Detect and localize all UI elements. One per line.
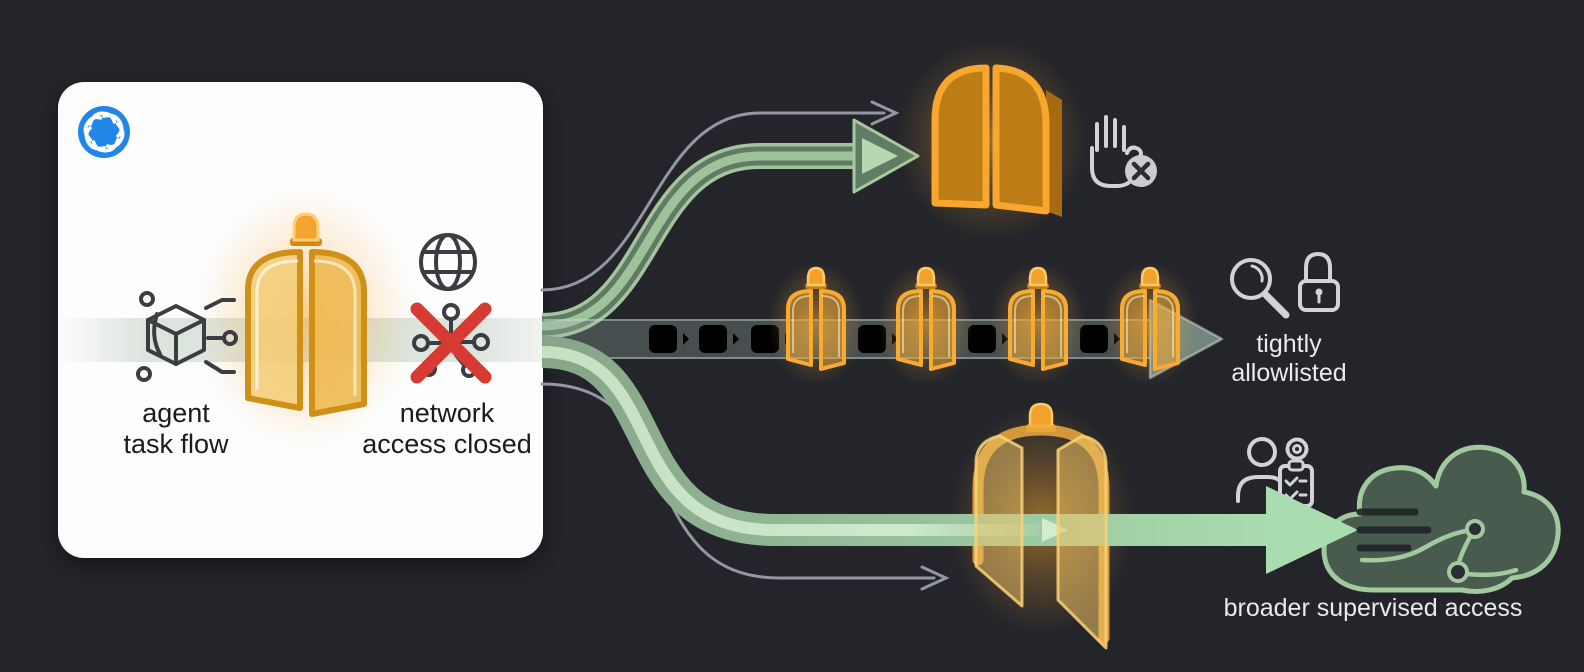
gate-icon	[1100, 260, 1200, 388]
checklist-clipboard-icon	[1278, 459, 1314, 508]
red-x-icon	[410, 302, 492, 384]
globe-icon	[419, 233, 477, 291]
cloud-circuit-icon	[1266, 444, 1561, 594]
branch-top-blocked	[540, 40, 1157, 339]
gate-icon	[766, 260, 866, 388]
gate-icon	[988, 260, 1088, 388]
gate-open-left-leaf	[974, 434, 1024, 608]
branch-middle-allowlisted	[542, 252, 1340, 388]
double-doors-closed-icon	[897, 40, 1087, 240]
x-badge-icon	[1125, 155, 1157, 187]
arrowhead	[1266, 486, 1358, 574]
tightly-allowlisted-label: tightly allowlisted	[1231, 330, 1347, 387]
reviewer-person-icon	[1236, 437, 1282, 503]
agent-task-flow-label: agent task flow	[123, 398, 229, 459]
gate-open-right-leaf	[1056, 434, 1108, 650]
stop-hand-icon	[1090, 115, 1157, 188]
gate-icon	[876, 260, 976, 388]
gear-icon	[1285, 437, 1309, 461]
broader-supervised-access-label: broader supervised access	[1223, 594, 1523, 622]
network-blocked-x-icon	[410, 302, 492, 384]
openai-logo-icon	[78, 106, 130, 158]
network-access-closed-label: network access closed	[362, 398, 532, 459]
magnifier-icon	[1230, 258, 1290, 319]
agent-cube-icon	[136, 291, 238, 382]
branch-bottom-supervised	[540, 336, 1561, 650]
lock-icon	[1298, 252, 1340, 312]
glowing-gate-icon	[245, 212, 367, 417]
speed-lines	[1356, 508, 1432, 552]
